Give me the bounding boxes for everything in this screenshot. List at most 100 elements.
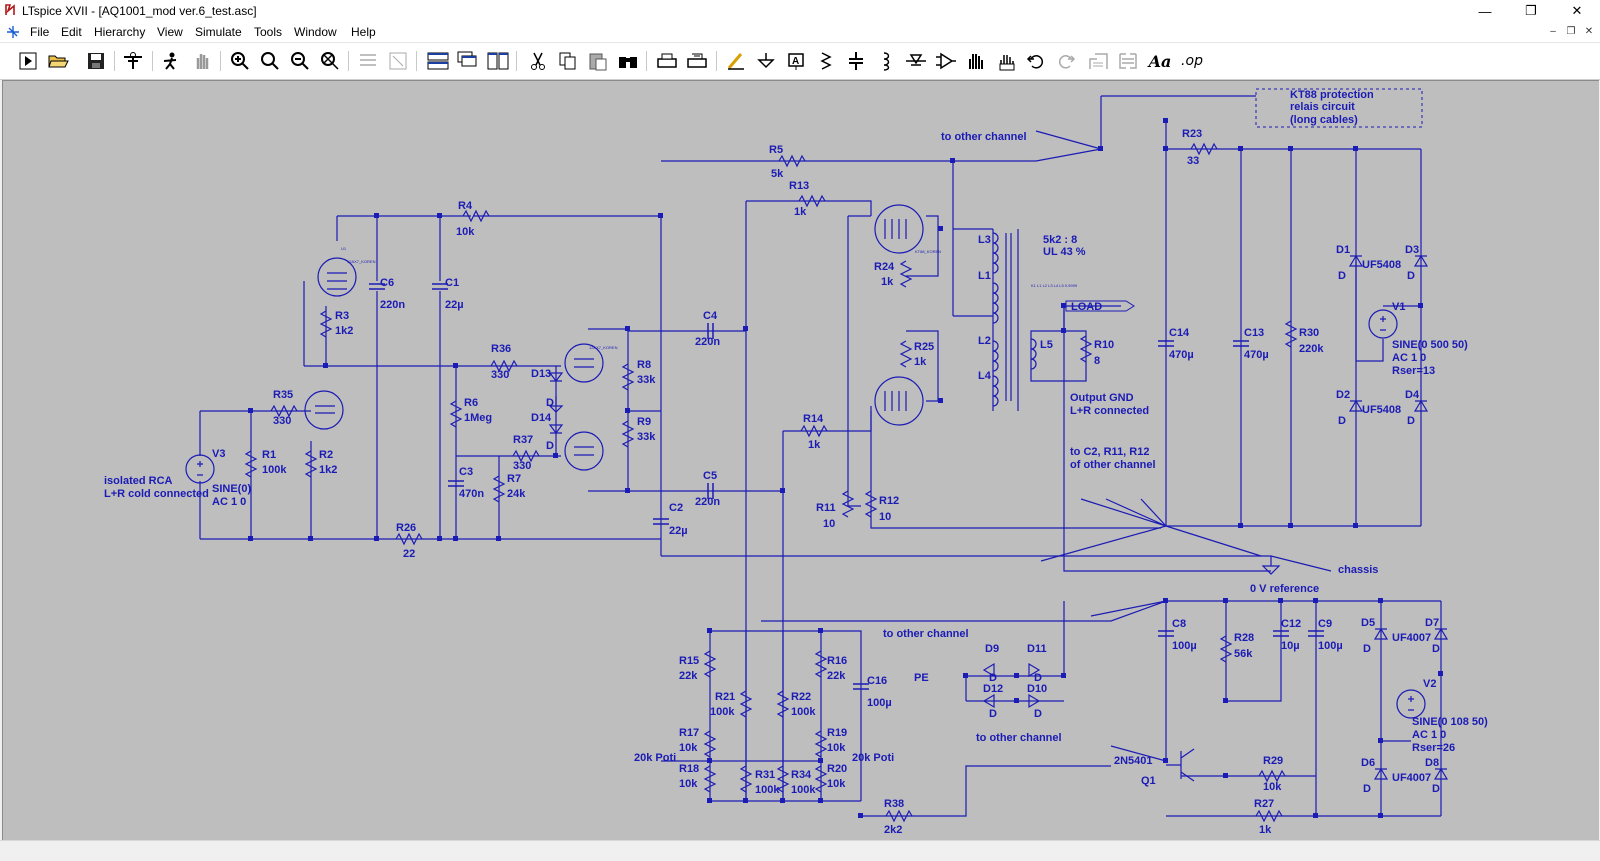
resistor-icon[interactable] — [814, 50, 838, 72]
drag-icon[interactable] — [994, 50, 1018, 72]
r11-label[interactable]: R11 — [816, 502, 836, 514]
d11-label[interactable]: D11 — [1027, 643, 1047, 655]
c8-value[interactable]: 100µ — [1172, 640, 1197, 652]
cascade-icon[interactable] — [456, 50, 480, 72]
r4-label[interactable]: R4 — [458, 200, 473, 212]
q1-label[interactable]: Q1 — [1141, 775, 1156, 787]
print-icon[interactable] — [655, 50, 679, 72]
c16-label[interactable]: C16 — [867, 675, 887, 687]
r24-label[interactable]: R24 — [874, 261, 895, 273]
zoom-in-icon[interactable] — [228, 50, 252, 72]
r26-value[interactable]: 22 — [403, 548, 415, 560]
d3-value[interactable]: D — [1407, 270, 1415, 282]
r16-label[interactable]: R16 — [827, 655, 847, 667]
chassis-comment[interactable]: chassis — [1338, 564, 1378, 576]
r1-value[interactable]: 100k — [262, 464, 287, 476]
v2-label[interactable]: V2 — [1423, 678, 1436, 690]
to-other-channel-comment-3[interactable]: to other channel — [976, 732, 1062, 744]
c2-value[interactable]: 22µ — [669, 525, 688, 537]
r34-label[interactable]: R34 — [791, 769, 812, 781]
r6-value[interactable]: 1Meg — [464, 412, 492, 424]
r13-label[interactable]: R13 — [789, 180, 809, 192]
close-button[interactable]: ✕ — [1571, 3, 1583, 18]
r36-label[interactable]: R36 — [491, 343, 511, 355]
r19-label[interactable]: R19 — [827, 727, 847, 739]
c5-value[interactable]: 220n — [695, 496, 720, 508]
transformer-ul-comment[interactable]: UL 43 % — [1043, 246, 1086, 258]
r31-label[interactable]: R31 — [755, 769, 775, 781]
poti-comment-right[interactable]: 20k Poti — [852, 752, 894, 764]
r12-value[interactable]: 10 — [879, 511, 891, 523]
draw-wire-icon[interactable] — [724, 50, 748, 72]
r21-value[interactable]: 100k — [710, 706, 735, 718]
v3-line-1[interactable]: SINE(0) — [212, 483, 251, 495]
d9-value[interactable]: D — [989, 672, 997, 684]
ground-icon[interactable] — [754, 50, 778, 72]
net-label-load[interactable]: LOAD — [1071, 301, 1102, 313]
r17-label[interactable]: R17 — [679, 727, 699, 739]
zero-v-reference-comment[interactable]: 0 V reference — [1250, 583, 1319, 595]
r10-label[interactable]: R10 — [1094, 339, 1114, 351]
r5-value[interactable]: 5k — [771, 168, 784, 180]
r13-value[interactable]: 1k — [794, 206, 807, 218]
d7-model[interactable]: D — [1432, 643, 1440, 655]
l3-label[interactable]: L3 — [978, 234, 991, 246]
isolated-rca-comment-line-1[interactable]: isolated RCA — [104, 475, 173, 487]
d10-label[interactable]: D10 — [1027, 683, 1047, 695]
l2-label[interactable]: L2 — [978, 335, 991, 347]
copy-icon[interactable] — [556, 50, 580, 72]
r37-label[interactable]: R37 — [513, 434, 533, 446]
d7-value[interactable]: UF4007 — [1392, 632, 1431, 644]
r17-value[interactable]: 10k — [679, 742, 698, 754]
diode-icon[interactable] — [904, 50, 928, 72]
r1-label[interactable]: R1 — [262, 449, 276, 461]
r31-value[interactable]: 100k — [755, 784, 780, 796]
r28-value[interactable]: 56k — [1234, 648, 1253, 660]
output-gnd-comment-line-1[interactable]: Output GND — [1070, 392, 1134, 404]
r14-label[interactable]: R14 — [803, 413, 824, 425]
c5-label[interactable]: C5 — [703, 470, 717, 482]
undo-icon[interactable] — [1024, 50, 1048, 72]
menu-hierarchy[interactable]: Hierarchy — [94, 25, 146, 39]
d3-label[interactable]: D3 — [1405, 244, 1419, 256]
q1-value[interactable]: 2N5401 — [1114, 755, 1153, 767]
d13-label[interactable]: D13 — [531, 368, 551, 380]
output-gnd-comment-line-2[interactable]: L+R connected — [1070, 405, 1149, 417]
d11-value[interactable]: D — [1034, 672, 1042, 684]
menu-view[interactable]: View — [157, 25, 183, 39]
r29-value[interactable]: 10k — [1263, 781, 1282, 793]
d14-value[interactable]: D — [546, 440, 554, 452]
d5-label[interactable]: D5 — [1361, 617, 1375, 629]
run-icon[interactable] — [16, 50, 40, 72]
c13-label[interactable]: C13 — [1244, 327, 1264, 339]
r30-value[interactable]: 220k — [1299, 343, 1324, 355]
r14-value[interactable]: 1k — [808, 439, 821, 451]
l4-label[interactable]: L4 — [978, 370, 992, 382]
r35-label[interactable]: R35 — [273, 389, 293, 401]
v2-line-3[interactable]: Rser=26 — [1412, 742, 1455, 754]
restore-button[interactable]: ❐ — [1525, 3, 1537, 18]
component-icon[interactable] — [934, 50, 958, 72]
r9-label[interactable]: R9 — [637, 416, 651, 428]
menu-help[interactable]: Help — [351, 25, 376, 39]
r27-value[interactable]: 1k — [1259, 824, 1272, 836]
r28-label[interactable]: R28 — [1234, 632, 1254, 644]
r2-value[interactable]: 1k2 — [319, 464, 337, 476]
text-icon[interactable]: Aa — [1146, 50, 1174, 72]
d13-value[interactable]: D — [546, 397, 554, 409]
c12-label[interactable]: C12 — [1281, 618, 1301, 630]
kt88-comment-line-1[interactable]: KT88 protection — [1290, 89, 1374, 101]
isolated-rca-comment-line-2[interactable]: L+R cold connected — [104, 488, 209, 500]
d5-value[interactable]: D — [1363, 643, 1371, 655]
r8-value[interactable]: 33k — [637, 374, 656, 386]
menu-file[interactable]: File — [30, 25, 50, 39]
r30-label[interactable]: R30 — [1299, 327, 1319, 339]
c2-label[interactable]: C2 — [669, 502, 683, 514]
d6-value[interactable]: UF4007 — [1392, 772, 1431, 784]
r16-value[interactable]: 22k — [827, 670, 846, 682]
c12-value[interactable]: 10µ — [1281, 640, 1300, 652]
grid-icon[interactable] — [386, 50, 410, 72]
r36-value[interactable]: 330 — [491, 369, 509, 381]
r22-value[interactable]: 100k — [791, 706, 816, 718]
c9-label[interactable]: C9 — [1318, 618, 1332, 630]
